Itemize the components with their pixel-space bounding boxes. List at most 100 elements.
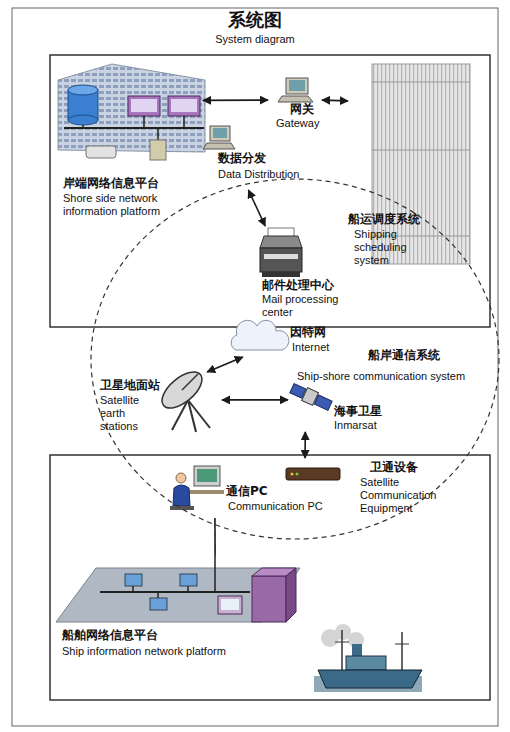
database-top xyxy=(68,85,98,95)
node-label-en: Ship information network platform xyxy=(62,645,226,658)
rack-divider xyxy=(372,150,470,151)
mast-yard xyxy=(395,644,409,645)
network-drop xyxy=(143,116,145,128)
system-ellipse: 邮件处理中心Mail processing center 因特网 Internet 卫… xyxy=(90,178,500,540)
page-frame xyxy=(12,8,498,726)
node-label-zh: 因特网 xyxy=(290,325,326,339)
pc-monitor xyxy=(194,466,220,486)
ship-funnel xyxy=(352,644,362,656)
pc-screen xyxy=(197,469,217,482)
component-node: 海事卫星Inmarsat xyxy=(288,384,384,432)
antenna-cable xyxy=(214,556,216,592)
network-drop xyxy=(157,592,159,598)
node-label-zh: 网关 xyxy=(290,102,314,116)
solar-panel xyxy=(314,395,332,410)
monitor-screen xyxy=(171,99,197,112)
satcom-device xyxy=(286,468,340,480)
node-label-en: Communication PC xyxy=(228,500,323,513)
network-drop xyxy=(157,128,159,140)
node-label-zh: 船舶网络信息平台 xyxy=(62,628,158,642)
operator-head xyxy=(176,473,186,483)
ship-computer xyxy=(150,598,167,610)
component-node: 船舶网络信息平台 Ship information network platfor… xyxy=(50,556,308,664)
server-box xyxy=(150,140,166,160)
ship-computer xyxy=(180,574,197,586)
connector-line xyxy=(214,518,216,556)
double-arrow xyxy=(207,357,243,372)
printer-top xyxy=(260,236,302,248)
network-drop xyxy=(82,125,84,128)
node-label-en: Gateway xyxy=(276,117,319,130)
component-node: 邮件处理中心Mail processing center xyxy=(252,226,346,319)
node-label-en: Inmarsat xyxy=(334,419,377,432)
server-side xyxy=(286,568,296,622)
network-drop xyxy=(132,586,134,592)
node-label-zh: 通信PC xyxy=(226,484,268,498)
dashed-ellipse xyxy=(91,179,499,539)
diagram-subtitle: System diagram xyxy=(0,33,510,45)
printer-body xyxy=(260,248,302,272)
database-bottom xyxy=(68,115,98,125)
component-node: 岸端网络信息平台 Shore side network information p… xyxy=(55,62,203,222)
network-bus xyxy=(100,591,250,593)
double-arrow xyxy=(248,190,265,226)
status-led xyxy=(296,473,299,476)
monitor xyxy=(128,96,160,116)
node-label-en: Shipping scheduling system xyxy=(354,228,434,267)
desk xyxy=(188,490,224,494)
chair xyxy=(170,506,194,510)
mast-yard xyxy=(335,642,349,643)
status-led xyxy=(291,473,294,476)
server-tower xyxy=(252,576,286,622)
component-node: 通信PC Communication PC xyxy=(168,462,338,518)
node-label-zh: 船岸通信系统 xyxy=(368,348,440,362)
node-label-en: Internet xyxy=(292,341,329,354)
printer-tray xyxy=(262,272,300,277)
dish-leg xyxy=(188,400,210,428)
keyboard xyxy=(203,143,235,149)
node-label-zh: 船运调度系统 xyxy=(348,212,420,226)
component-node: 因特网 Internet xyxy=(226,321,338,357)
component-node: 网关Gateway xyxy=(268,76,322,132)
diagram-title: 系统图 xyxy=(0,8,510,32)
node-label-zh: 岸端网络信息平台 xyxy=(63,176,159,190)
server-screen xyxy=(221,599,239,610)
network-drop xyxy=(183,116,185,128)
ship-computer xyxy=(125,574,142,586)
shore-frame xyxy=(50,55,490,327)
operator-body xyxy=(173,485,190,506)
double-arrow xyxy=(222,399,288,401)
double-arrow xyxy=(322,99,348,101)
node-label-zh: 海事卫星 xyxy=(334,404,382,418)
component-node: 船运调度系统 Shipping scheduling system xyxy=(348,64,476,269)
network-platform xyxy=(56,568,300,622)
gateway-computer xyxy=(286,78,308,94)
ship-mast xyxy=(341,630,343,670)
satellite-dish xyxy=(156,365,208,414)
keyboard xyxy=(278,96,313,102)
network-bus xyxy=(64,127,204,129)
network-drop xyxy=(187,586,189,592)
rack-divider xyxy=(372,82,470,83)
node-label-zh: 卫通设备 xyxy=(370,460,418,474)
node-label-zh: 邮件处理中心 xyxy=(262,278,334,292)
node-label-en: Data Distribution xyxy=(218,168,299,181)
double-arrow xyxy=(203,99,268,101)
telephone xyxy=(86,146,116,158)
node-label-en: Satellite Communication Equipment xyxy=(360,476,445,515)
dish-feed xyxy=(182,374,198,390)
computer-screen xyxy=(289,80,305,91)
monitor xyxy=(168,96,200,116)
node-label-en: Shore side network information platform xyxy=(63,192,183,218)
node-label-zh: 卫星地面站 xyxy=(100,378,160,392)
node-label-zh: 数据分发 xyxy=(218,151,266,165)
computer-screen xyxy=(213,128,227,138)
server-monitor xyxy=(218,596,242,614)
ship-frame xyxy=(50,455,490,700)
office-building xyxy=(58,64,205,152)
internet-cloud xyxy=(231,320,289,350)
node-label-en: Satellite earth stations xyxy=(100,394,156,433)
double-arrow xyxy=(304,432,306,458)
printer-slot xyxy=(264,254,298,259)
